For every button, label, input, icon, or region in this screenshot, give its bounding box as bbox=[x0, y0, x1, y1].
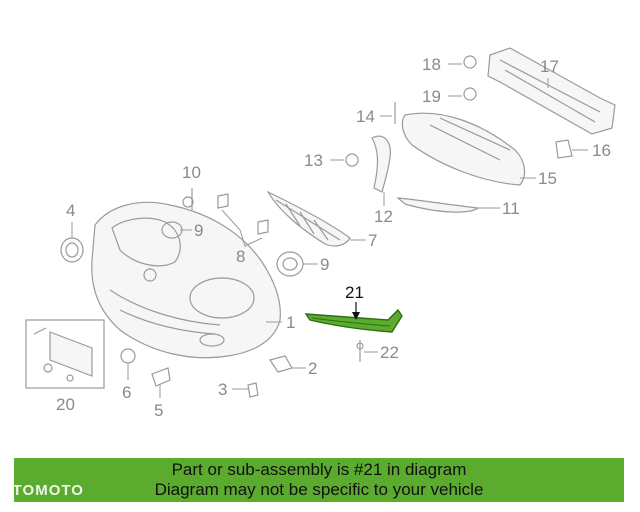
callout-21: 21 bbox=[345, 283, 364, 302]
callout-9b: 9 bbox=[320, 255, 329, 274]
callout-8: 8 bbox=[236, 247, 245, 266]
callout-3: 3 bbox=[218, 380, 227, 399]
callout-11: 11 bbox=[502, 199, 520, 218]
callout-18: 18 bbox=[422, 55, 441, 74]
callout-4: 4 bbox=[66, 201, 75, 220]
callout-12: 12 bbox=[374, 207, 393, 226]
callout-labels: 1 2 3 4 5 6 7 8 9 9 10 11 12 13 14 15 16… bbox=[56, 55, 611, 420]
callout-7: 7 bbox=[368, 231, 377, 250]
callout-5: 5 bbox=[154, 401, 163, 420]
callout-2: 2 bbox=[308, 359, 317, 378]
callout-14: 14 bbox=[356, 107, 375, 126]
reinforcement-bar bbox=[487, 47, 616, 135]
callout-16: 16 bbox=[592, 141, 611, 160]
emblem bbox=[60, 237, 84, 263]
license-plate-bracket bbox=[25, 319, 105, 389]
callout-10: 10 bbox=[182, 163, 201, 182]
callout-20: 20 bbox=[56, 395, 75, 414]
banner-line-1: Part or sub-assembly is #21 in diagram bbox=[171, 460, 467, 479]
watermark-logo: OTOMOTO bbox=[0, 482, 84, 499]
callout-13: 13 bbox=[304, 151, 323, 170]
callout-6: 6 bbox=[122, 383, 131, 402]
grille bbox=[266, 190, 351, 247]
bolts bbox=[463, 55, 573, 159]
bumper-cover bbox=[91, 201, 281, 359]
part-21-highlighted bbox=[304, 308, 403, 333]
callout-17: 17 bbox=[540, 57, 559, 76]
callout-1: 1 bbox=[286, 313, 295, 332]
upper-brackets bbox=[345, 102, 396, 193]
callout-9a: 9 bbox=[194, 221, 203, 240]
lower-strip bbox=[396, 197, 480, 213]
callout-15: 15 bbox=[538, 169, 557, 188]
energy-absorber bbox=[401, 112, 526, 186]
info-banner: Part or sub-assembly is #21 in diagram D… bbox=[14, 458, 624, 502]
clip-22 bbox=[356, 340, 364, 362]
banner-line-2: Diagram may not be specific to your vehi… bbox=[154, 480, 484, 499]
callout-22: 22 bbox=[380, 343, 399, 362]
leader-lines bbox=[71, 63, 588, 398]
callout-19: 19 bbox=[422, 87, 441, 106]
